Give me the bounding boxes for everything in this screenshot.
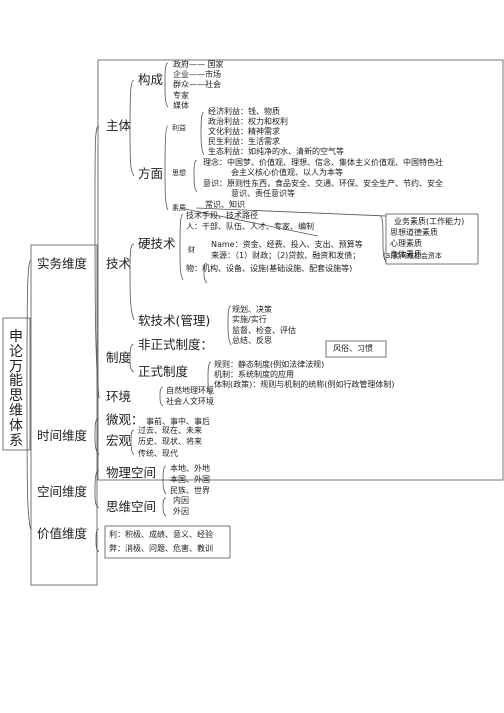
sixiang-linian-cont: 会主义核心价值观、以人为本等 <box>231 168 343 177</box>
goucheng-item: 企业——市场 <box>173 70 221 79</box>
huanjing-item: 社会人文环境 <box>166 397 214 406</box>
liyi-item: 生态利益：如纯净的水、清新的空气等 <box>208 147 344 156</box>
dim-shijian-title: 时间维度 <box>37 428 88 443</box>
liyi-item: 经济利益：钱、物质 <box>208 107 280 116</box>
huanjing-item: 自然地理环境 <box>166 386 214 395</box>
yingjishu-label: 硬技术 <box>138 236 176 251</box>
root-box <box>2 317 31 451</box>
wuli-item: 本地、外地 <box>170 464 210 473</box>
suzhi-items-box <box>385 213 479 265</box>
jiazhi-content-box <box>104 525 231 559</box>
zhuti-label: 主体 <box>106 118 132 133</box>
weiguan-label: 微观： <box>106 412 144 427</box>
fengsu-box <box>325 340 387 358</box>
root-title: 申论万能思维体系 <box>9 329 23 449</box>
wuli-item: 本国、外国 <box>170 475 210 484</box>
goucheng-item: 媒体 <box>173 101 189 110</box>
ruan-item: 规划、决策 <box>232 305 272 314</box>
liyi-label: 利益 <box>172 124 186 132</box>
siweikongjian-label: 思维空间 <box>106 499 157 514</box>
cai-minjian: (3)民间或社会资本 <box>383 252 442 260</box>
zhengshi-label: 正式制度 <box>138 364 189 379</box>
wuli-item: 民族、世界 <box>170 486 210 495</box>
suzhi-item: 身体素质 <box>390 250 422 259</box>
dim-shiwu-title: 实务维度 <box>37 256 88 271</box>
ying-ren: 人：干部、队伍、人才、专家、编制 <box>186 222 314 231</box>
sixiang-yishi-cont: 意识、责任意识等 <box>231 189 295 198</box>
suzhi-changshi: 常识、知识 <box>205 200 245 209</box>
zhuti-box <box>97 59 504 481</box>
sixiang-linian: 理念：中国梦、价值观、理想、信念、集体主义价值观、中国特色社 <box>203 158 443 167</box>
jishu-label: 技术 <box>106 256 132 271</box>
goucheng-item: 群众——社会 <box>173 80 221 89</box>
ruan-item: 监督、检查、评估 <box>232 326 296 335</box>
ruan-item: 实施/实行 <box>232 315 267 324</box>
fangmian-label: 方面 <box>138 166 164 181</box>
goucheng-item: 专家 <box>173 91 189 100</box>
siwei-item: 内因 <box>173 496 189 505</box>
cai-laiyuan: 来源：（1）财政；（2)贷款、融资和发债； <box>211 251 361 260</box>
hongguan-item: 过去、现在、未来 <box>138 426 202 435</box>
ying-shouduan: 技术手段、技术路径 <box>186 211 258 220</box>
zhidu-label: 制度 <box>106 350 132 365</box>
cai-label: 财 <box>188 246 195 254</box>
ying-wu: 物：机构、设备、设施(基础设施、配套设施等) <box>186 264 353 273</box>
dim-kongjian-title: 空间维度 <box>37 484 88 499</box>
zhengshi-item: 体制(政策)：规则与机制的统称(例如行政管理体制) <box>214 380 395 389</box>
ruanjishu-label: 软技术(管理) <box>138 313 211 328</box>
weiguan-text: 事前、事中、事后 <box>146 417 210 426</box>
suzhi-label: 素质 <box>172 204 186 212</box>
dim-shiwu-box <box>30 244 98 586</box>
wulikongjian-label: 物理空间 <box>106 465 157 480</box>
huanjing-label: 环境 <box>106 389 132 404</box>
jiazhi-bi: 弊：消极、问题、危害、教训 <box>109 544 213 553</box>
hongguan-item: 历史、现状、将来 <box>138 437 202 446</box>
suzhi-item: 业务素质(工作能力) <box>394 217 465 226</box>
feizhengshi-label: 非正式制度： <box>138 337 214 352</box>
liyi-item: 民生利益：生活需求 <box>208 137 280 146</box>
liyi-item: 文化利益：精神需求 <box>208 127 280 136</box>
hongguan-label: 宏观 <box>106 433 132 448</box>
suzhi-item: 心理素质 <box>390 239 422 248</box>
siwei-item: 外因 <box>173 507 189 516</box>
jiazhi-li: 利：积极、成绩、意义、经验 <box>109 530 213 539</box>
hongguan-item: 传统、现代 <box>138 449 178 458</box>
sixiang-label: 思想 <box>172 169 186 177</box>
liyi-item: 政治利益：权力和权利 <box>208 117 288 126</box>
sixiang-yishi: 意识：原则性东西，食品安全、交通、环保、安全生产、节约、安全 <box>203 179 443 188</box>
ruan-item: 总结、反思 <box>232 336 272 345</box>
goucheng-label: 构成 <box>138 72 164 87</box>
dim-jiazhi-title: 价值维度 <box>37 526 88 541</box>
zhengshi-item: 规则：静态制度(例如法律法规) <box>214 360 325 369</box>
fengsu-text: 风俗、习惯 <box>333 344 373 353</box>
zhengshi-item: 机制：系统制度的应用 <box>214 370 294 379</box>
suzhi-item: 思想道德素质 <box>390 228 438 237</box>
cai-name: Name：资金、经费、投入、支出、预算等 <box>211 240 363 249</box>
goucheng-item: 政府—— 国家 <box>173 60 224 69</box>
